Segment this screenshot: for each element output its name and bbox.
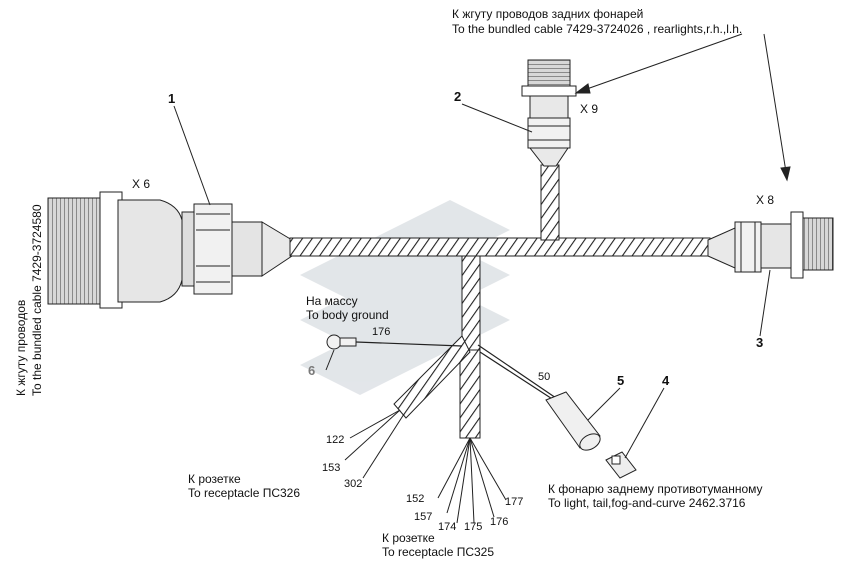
wire-176-receptacle: 176 [490,516,509,528]
wire-153: 153 [322,462,341,474]
ground-note-en: To body ground [306,308,389,322]
left-note-ru: К жгуту проводов [14,299,28,396]
leader-lines [173,103,771,459]
wire-177: 177 [505,496,524,508]
connector-x8 [707,211,834,279]
main-bundle [289,237,711,257]
fog-note-ru: К фонарю заднему противотуманному [548,482,763,496]
arrow-to-x9 [574,33,743,94]
wire-157: 157 [414,511,433,523]
connector-x6 [47,191,293,309]
ground-note-ru: На массу [306,294,358,308]
connector-5 [545,391,601,451]
wire-302: 302 [344,478,363,490]
callout-4: 4 [662,373,670,388]
terminal-4 [605,451,637,479]
callout-6: 6 [308,363,316,378]
connector-x9 [521,59,577,167]
arrow-to-x8 [763,33,791,182]
receptacle-325-en: To receptacle ПС325 [382,545,495,559]
ground-terminal [326,334,357,350]
branch-down [461,255,481,351]
receptacle-326-en: To receptacle ПС326 [188,486,301,500]
fog-note-en: To light, tail,fog-and-curve 2462.3716 [548,496,746,510]
callout-3: 3 [756,335,764,350]
receptacle-325-ru: К розетке [382,531,435,545]
left-note-en: To the bundled cable 7429-3724580 [30,204,44,397]
connector-x8-label: X 8 [756,193,775,207]
fanout-ps325 [437,437,507,524]
connector-x9-label: X 9 [580,102,599,116]
connector-x6-label: X 6 [132,177,151,191]
branch-down-lower [459,349,481,439]
wire-152: 152 [406,493,425,505]
top-note-ru: К жгуту проводов задних фонарей [452,7,644,21]
branch-ps326 [393,335,471,419]
receptacle-326-ru: К розетке [188,472,241,486]
callout-2: 2 [454,89,462,104]
wire-50: 50 [538,371,551,383]
wire-175: 175 [464,521,483,533]
branch-x9 [540,164,560,241]
callout-5: 5 [617,373,625,388]
wire-122: 122 [326,434,345,446]
wire-174: 174 [438,521,457,533]
fanout-ps326 [344,409,405,479]
callout-1: 1 [168,91,176,106]
wire-176-ground: 176 [372,326,391,338]
top-note-en: To the bundled cable 7429-3724026 , rear… [452,22,743,36]
